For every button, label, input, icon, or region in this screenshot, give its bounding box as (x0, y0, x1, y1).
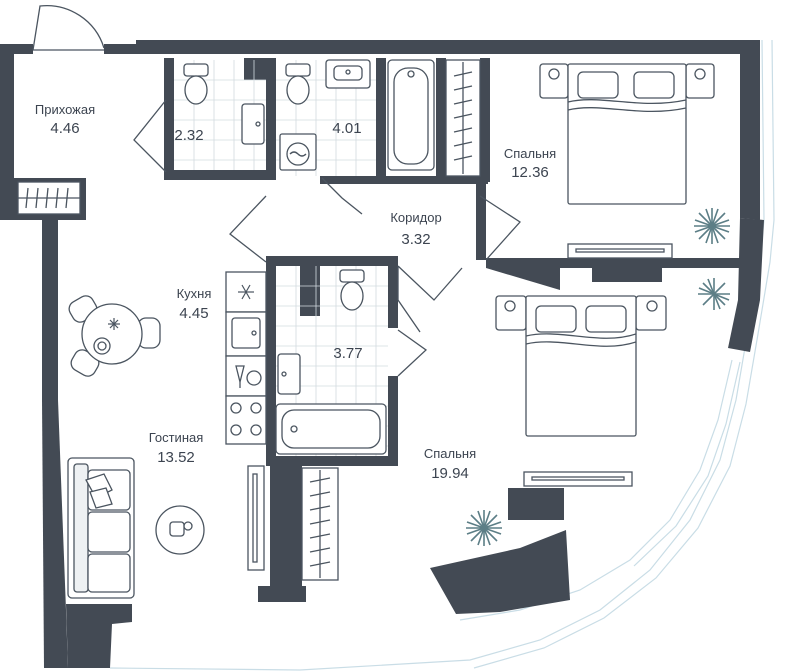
room-label-corridor: Коридор 3.32 (390, 210, 441, 248)
room-label-living: Гостиная 13.52 (149, 430, 204, 466)
svg-text:4.01: 4.01 (332, 120, 361, 137)
svg-text:13.52: 13.52 (157, 449, 195, 466)
walls (0, 40, 764, 668)
svg-text:2.32: 2.32 (174, 127, 203, 144)
bedroom1-tv-stand (567, 243, 673, 259)
room-label-kitchen: Кухня 4.45 (177, 286, 212, 322)
room-label-bath2: 3.77 (333, 345, 362, 362)
bath1-door (321, 177, 363, 215)
room-label-hallway: Прихожая 4.46 (35, 102, 95, 137)
kitchen-counter (225, 271, 267, 445)
corridor-door-right (479, 195, 521, 261)
sofa-icon (67, 457, 135, 599)
svg-text:3.77: 3.77 (333, 345, 362, 362)
living-tv-stand (247, 465, 265, 571)
room-label-bedroom2: Спальня 19.94 (424, 446, 476, 482)
dishwasher-icon (235, 365, 262, 388)
room-label-wc: 2.32 (174, 127, 203, 144)
toilet-icon (183, 63, 209, 105)
hallway-wardrobe (17, 181, 81, 215)
living-wardrobe (301, 467, 339, 581)
svg-text:4.46: 4.46 (50, 120, 79, 137)
toilet-icon (285, 63, 311, 105)
svg-text:3.32: 3.32 (401, 231, 430, 248)
svg-text:Гостиная: Гостиная (149, 430, 204, 445)
svg-text:Коридор: Коридор (390, 210, 441, 225)
toilet-icon (339, 269, 365, 311)
svg-text:Спальня: Спальня (424, 446, 476, 461)
dining-table-icon (68, 295, 161, 377)
corridor-door-left (229, 195, 267, 263)
sink-icon (277, 353, 301, 395)
svg-text:4.45: 4.45 (179, 305, 208, 322)
bed-icon (495, 295, 667, 437)
bedroom1-wardrobe (445, 59, 481, 177)
bedroom2-door (397, 265, 463, 333)
bed-icon (539, 63, 715, 205)
svg-text:19.94: 19.94 (431, 465, 469, 482)
plant-icon (466, 510, 502, 546)
sink-icon (241, 103, 265, 145)
sink-icon (231, 317, 261, 349)
bathtub-icon (387, 59, 435, 171)
svg-text:Спальня: Спальня (504, 146, 556, 161)
room-label-bedroom1: Спальня 12.36 (504, 146, 556, 181)
snowflake-icon (238, 284, 254, 300)
svg-text:Кухня: Кухня (177, 286, 212, 301)
washing-machine-icon (279, 133, 317, 171)
stove-icon (230, 402, 262, 436)
coffee-table-icon (155, 505, 205, 555)
svg-text:Прихожая: Прихожая (35, 102, 95, 117)
sink-icon (325, 59, 371, 89)
wc-door (133, 99, 167, 173)
bath2-door (397, 329, 428, 377)
bedroom2-tv-stand (523, 471, 633, 487)
entrance-door (32, 4, 105, 51)
bathtub-icon (275, 403, 387, 455)
plant-icon (698, 278, 730, 310)
room-label-bath1: 4.01 (332, 120, 361, 137)
svg-text:12.36: 12.36 (511, 164, 549, 181)
plant-icon (694, 208, 730, 244)
